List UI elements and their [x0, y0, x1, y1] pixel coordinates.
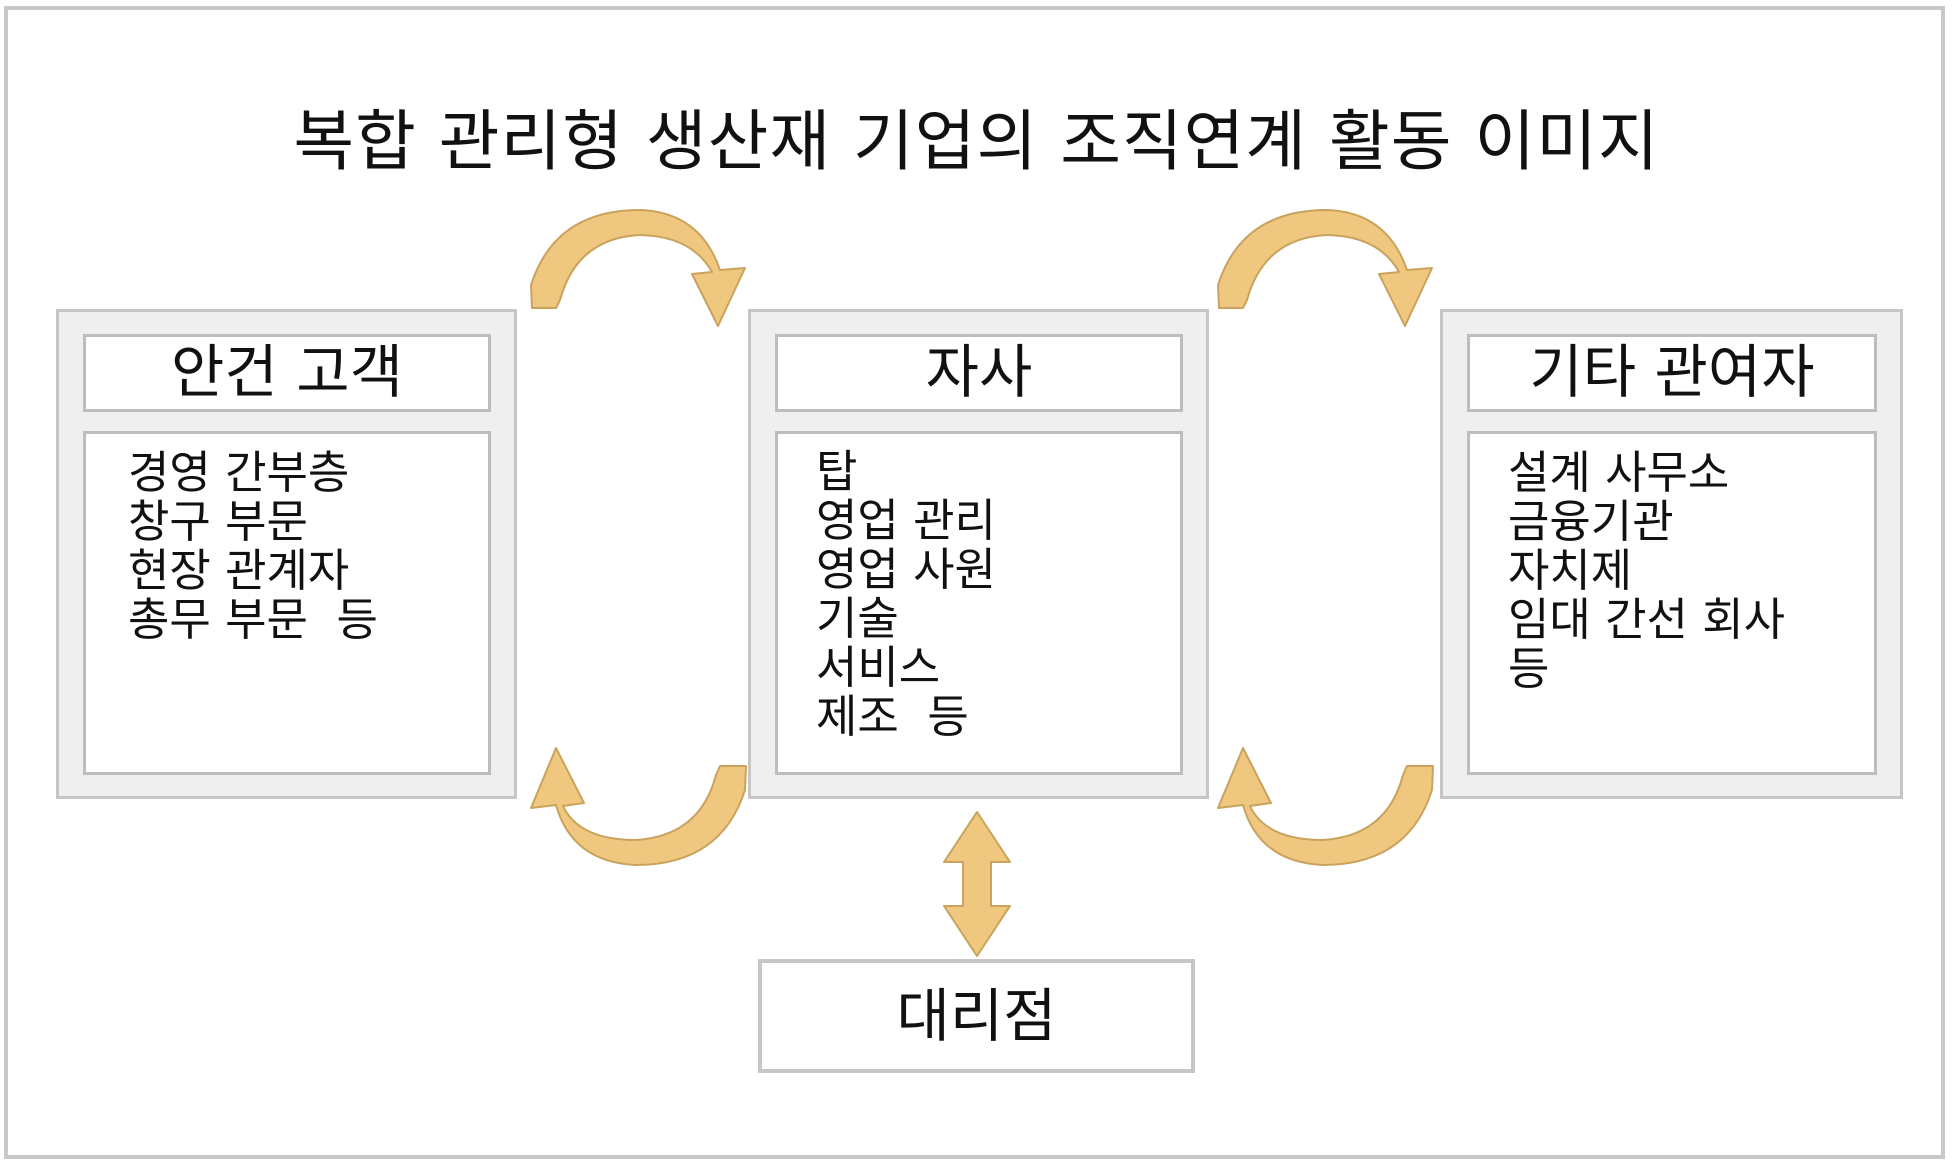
list-item: 영업 사원	[816, 543, 996, 596]
curved-arrow-icon	[1217, 747, 1434, 866]
list-item: 탑	[816, 445, 858, 498]
list-item: 제조 등	[816, 690, 969, 743]
double-arrow-icon	[943, 811, 1011, 957]
list-item: 등	[1508, 642, 1550, 695]
panel-company-list: 탑 영업 관리 영업 사원 기술 서비스 제조 등	[775, 431, 1183, 775]
list-item: 기술	[816, 592, 899, 645]
list-item: 영업 관리	[816, 494, 996, 547]
panel-client-heading: 안건 고객	[83, 334, 491, 412]
curved-arrow-icon	[1217, 209, 1433, 327]
panel-client-list: 경영 간부층 창구 부문 현장 관계자 총무 부문 등	[83, 431, 491, 775]
list-item: 현장 관계자	[128, 544, 350, 597]
list-item: 총무 부문 등	[128, 593, 378, 646]
diagram-title: 복합 관리형 생산재 기업의 조직연계 활동 이미지	[293, 103, 1660, 180]
panel-client: 안건 고객 경영 간부층 창구 부문 현장 관계자 총무 부문 등	[56, 309, 517, 799]
panel-company-heading: 자사	[775, 334, 1183, 412]
panel-stakeholders: 기타 관여자 설계 사무소 금융기관 자치제 임대 간선 회사 등	[1440, 309, 1903, 799]
list-item: 창구 부문	[128, 495, 308, 548]
list-item: 자치제	[1508, 544, 1633, 597]
panel-stakeholders-heading: 기타 관여자	[1467, 334, 1877, 412]
list-item: 설계 사무소	[1508, 446, 1730, 499]
list-item: 금융기관	[1508, 495, 1674, 548]
panel-company: 자사 탑 영업 관리 영업 사원 기술 서비스 제조 등	[748, 309, 1209, 799]
list-item: 경영 간부층	[128, 446, 350, 499]
list-item: 서비스	[816, 641, 941, 694]
curved-arrow-icon	[530, 747, 747, 866]
agency-box: 대리점	[758, 959, 1195, 1073]
panel-stakeholders-list: 설계 사무소 금융기관 자치제 임대 간선 회사 등	[1467, 431, 1877, 775]
list-item: 임대 간선 회사	[1508, 593, 1786, 646]
curved-arrow-icon	[530, 209, 746, 327]
